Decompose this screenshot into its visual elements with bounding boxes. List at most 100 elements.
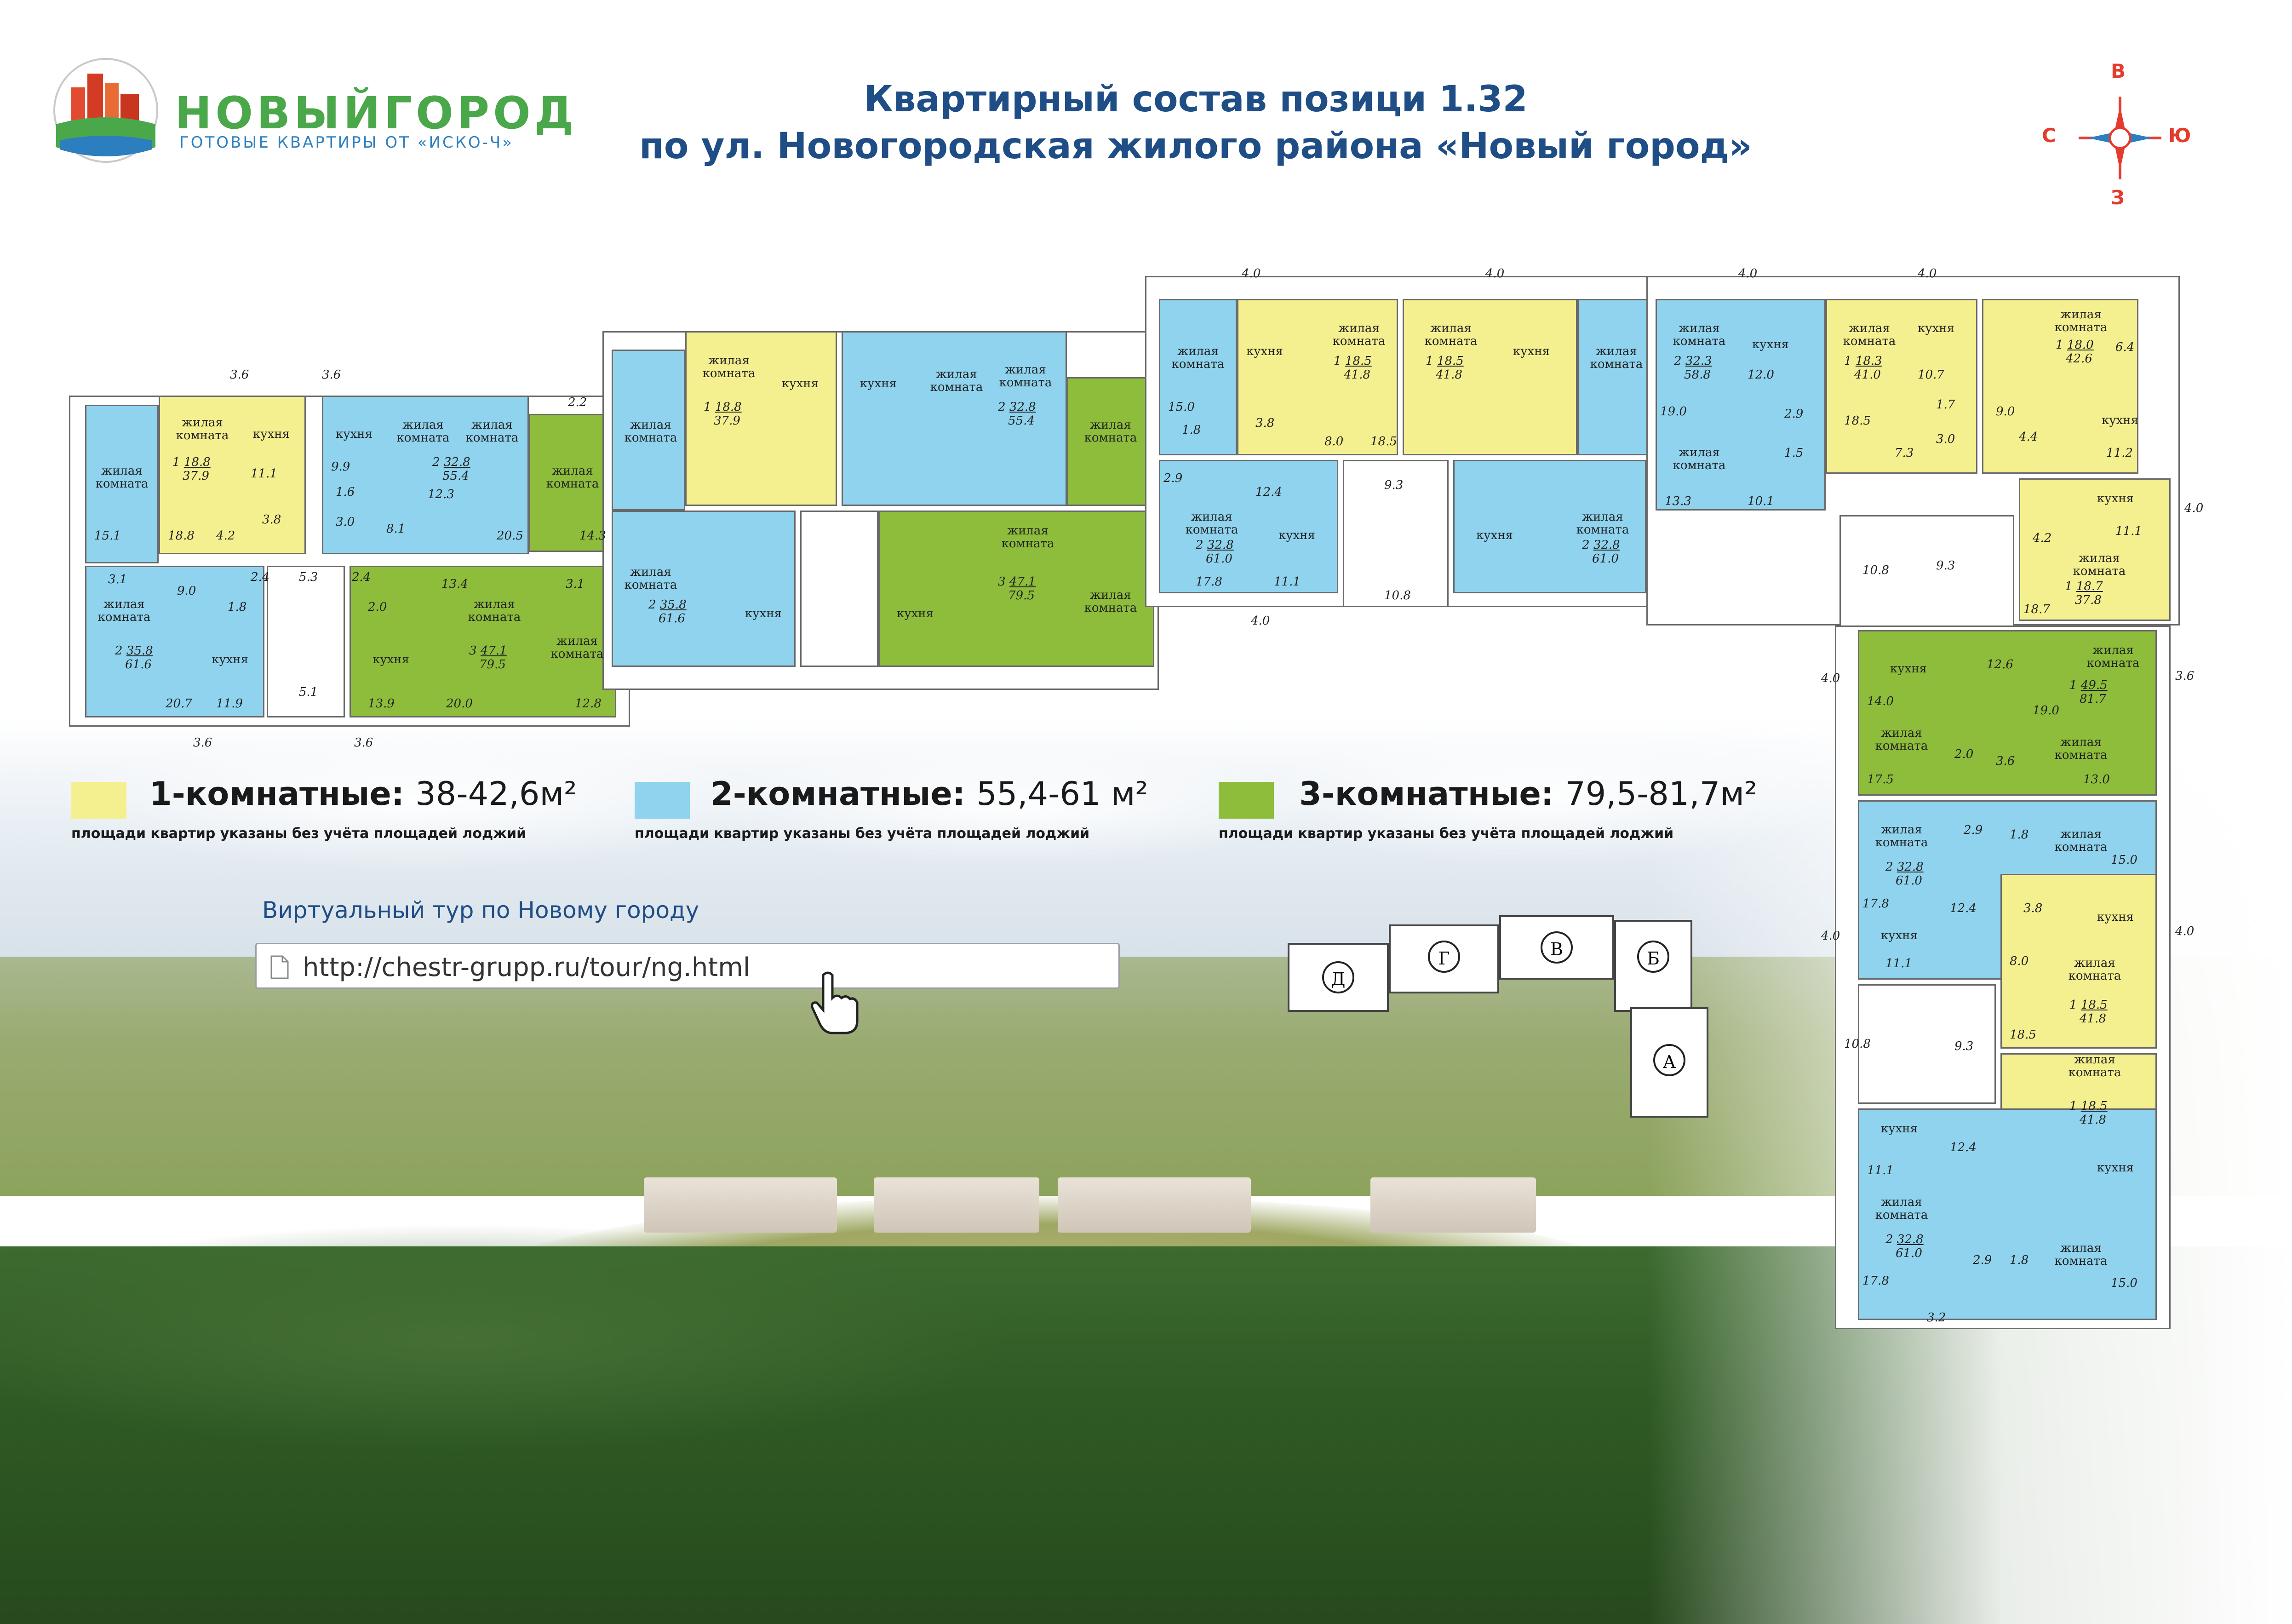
room-name: кухня xyxy=(2102,413,2138,427)
room-name: кухня xyxy=(1476,528,1513,542)
dim: 13.4 xyxy=(441,577,468,591)
apartment-d2 xyxy=(322,396,529,554)
dim: 10.8 xyxy=(1844,1037,1871,1051)
dim: 8.0 xyxy=(1324,435,1344,448)
room-name: жилая комната xyxy=(624,418,677,445)
apartment-b4 xyxy=(2019,478,2171,621)
room-name: жилая комната xyxy=(1171,344,1225,371)
dim: 12.4 xyxy=(1950,901,1977,915)
dim: 9.9 xyxy=(331,460,350,474)
tour-label: Виртуальный тур по Новому городу xyxy=(262,897,699,924)
stairwell xyxy=(800,511,878,667)
dim: 15.0 xyxy=(1168,400,1195,414)
dim: 3.6 xyxy=(354,736,373,750)
dim: 4.0 xyxy=(1821,671,1840,685)
room-name: жилая комната xyxy=(2054,1241,2108,1268)
dim: 1.6 xyxy=(336,485,355,499)
room-name: кухня xyxy=(1246,344,1283,358)
dim: 2.9 xyxy=(1964,823,1983,837)
dim: 13.3 xyxy=(1665,494,1691,508)
dim: 1.7 xyxy=(1936,398,1955,412)
apartment-g3 xyxy=(612,511,796,667)
dim: 12.0 xyxy=(1748,368,1774,382)
page-title: Квартирный состав позици 1.32 по ул. Нов… xyxy=(552,76,1839,170)
room-name: жилая комната xyxy=(2068,956,2121,983)
room-name: кухня xyxy=(372,653,409,666)
room-name: кухня xyxy=(1278,528,1315,542)
room-name: кухня xyxy=(2097,492,2134,505)
dim: 10.7 xyxy=(1918,368,1944,382)
key-label-d: Д xyxy=(1322,961,1354,993)
building-cluster xyxy=(1370,1177,1536,1233)
tour-url-text[interactable]: http://chestr-grupp.ru/tour/ng.html xyxy=(303,953,751,982)
dim: 12.3 xyxy=(428,488,454,501)
room-name: кухня xyxy=(212,653,248,666)
dim: 12.8 xyxy=(575,697,602,711)
room-name: жилая комната xyxy=(1875,1195,1928,1222)
dim: 1.8 xyxy=(1182,423,1201,437)
room-name: жилая комната xyxy=(176,416,229,442)
key-label-g: Г xyxy=(1428,941,1460,973)
stairwell xyxy=(1343,460,1449,607)
apartment-g1 xyxy=(685,331,837,506)
building-cluster xyxy=(874,1177,1039,1233)
dim: 19.0 xyxy=(1660,405,1687,419)
dim: 2.0 xyxy=(1954,747,1974,761)
room-name: жилая комната xyxy=(1673,321,1726,348)
room-name: жилая комната xyxy=(1084,588,1137,615)
tour-url-link[interactable]: http://chestr-grupp.ru/tour/ng.html xyxy=(255,943,1120,989)
room-name: кухня xyxy=(336,427,372,441)
apartment-b1 xyxy=(1656,299,1826,511)
room-name: кухня xyxy=(1881,1122,1918,1136)
dim: 3.6 xyxy=(322,368,341,382)
dim: 11.1 xyxy=(251,467,277,481)
dim: 3.8 xyxy=(262,513,281,527)
dim: 1.8 xyxy=(2010,828,2029,842)
dim: 4.0 xyxy=(1485,267,1505,281)
room-name: жилая комната xyxy=(2054,308,2108,334)
building-cluster xyxy=(644,1177,837,1233)
room-name: жилая комната xyxy=(97,597,151,624)
dim: 3.2 xyxy=(1927,1311,1946,1325)
dim: 11.1 xyxy=(1274,575,1301,589)
dim: 4.0 xyxy=(1738,267,1758,281)
legend-label-1: 1-комнатные: 38-42,6м² xyxy=(149,775,577,813)
dim: 15.0 xyxy=(2111,1276,2137,1290)
legend-swatch-3 xyxy=(1219,782,1274,819)
room-name: жилая комната xyxy=(1084,418,1137,445)
apartment-v4 xyxy=(1453,460,1646,593)
logo-name: НОВЫЙГОРОД xyxy=(175,87,578,139)
room-name: жилая комната xyxy=(1875,823,1928,849)
room-name: жилая комната xyxy=(550,634,604,661)
room-name: жилая комната xyxy=(702,354,756,380)
stairwell xyxy=(267,566,345,717)
dim: 18.5 xyxy=(2010,1028,2036,1042)
dim: 11.9 xyxy=(216,697,243,711)
room-living xyxy=(1577,299,1656,455)
aerial-photo xyxy=(0,717,2292,1624)
room-name: жилая комната xyxy=(546,464,599,491)
dim: 3.8 xyxy=(2023,901,2043,915)
room-name: кухня xyxy=(2097,910,2134,924)
dim: 1.5 xyxy=(1784,446,1804,460)
compass-south: З xyxy=(2111,186,2125,209)
dim: 1.8 xyxy=(2010,1253,2029,1267)
room-living xyxy=(85,405,159,563)
key-label-a: А xyxy=(1653,1044,1685,1076)
dim: 17.8 xyxy=(1862,1274,1889,1288)
dim: 15.0 xyxy=(2111,853,2137,867)
room-name: кухня xyxy=(1918,321,1954,335)
room-name: кухня xyxy=(782,377,819,390)
key-plan: Д Г В Б А xyxy=(1288,915,1708,1127)
